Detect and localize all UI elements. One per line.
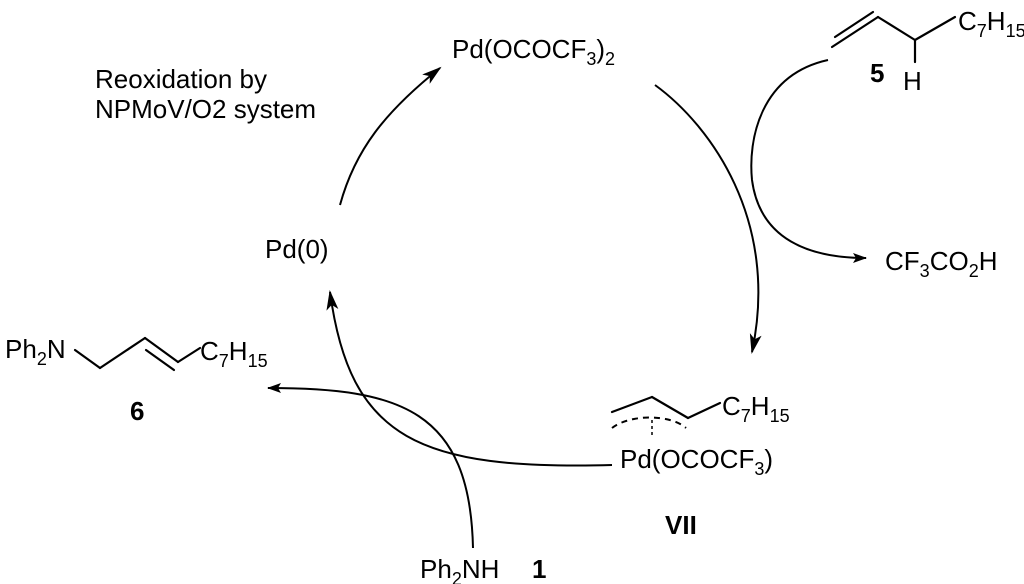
alkene-5-structure bbox=[830, 10, 957, 64]
diphenylamine: Ph2NH bbox=[420, 554, 499, 584]
reoxidation-label-line1: Reoxidation by bbox=[95, 64, 267, 94]
product-6-structure bbox=[73, 336, 202, 372]
cycle-arc-pdtfa-to-allyl bbox=[654, 84, 762, 354]
compound-number-VII: VII bbox=[665, 510, 697, 540]
compound-number-5: 5 bbox=[870, 58, 884, 88]
product-amine-label: Ph2N bbox=[5, 334, 66, 369]
alkene-chain-label: C7H15 bbox=[958, 6, 1024, 41]
pd-zero: Pd(0) bbox=[265, 234, 329, 264]
cycle-arc-pd0-to-pdtfa bbox=[339, 66, 442, 206]
allyl-chain-label: C7H15 bbox=[722, 391, 790, 426]
side-arc-amine-in-product-out bbox=[267, 383, 474, 549]
cycle-arc-allyl-to-pd0 bbox=[326, 290, 613, 467]
trifluoroacetic-acid: CF3CO2H bbox=[885, 246, 997, 281]
allyl-pd-label: Pd(OCOCF3) bbox=[620, 444, 773, 479]
reoxidation-label-line2: NPMoV/O2 system bbox=[95, 94, 316, 124]
side-arc-alkene-in-acid-out bbox=[750, 59, 867, 263]
pd-trifluoroacetate: Pd(OCOCF3)2 bbox=[452, 34, 615, 69]
allyl-complex-structure bbox=[610, 395, 722, 438]
compound-number-6: 6 bbox=[130, 396, 144, 426]
alkene-h-label: H bbox=[903, 66, 922, 96]
compound-number-1: 1 bbox=[532, 554, 546, 584]
product-chain-label: C7H15 bbox=[200, 336, 268, 371]
